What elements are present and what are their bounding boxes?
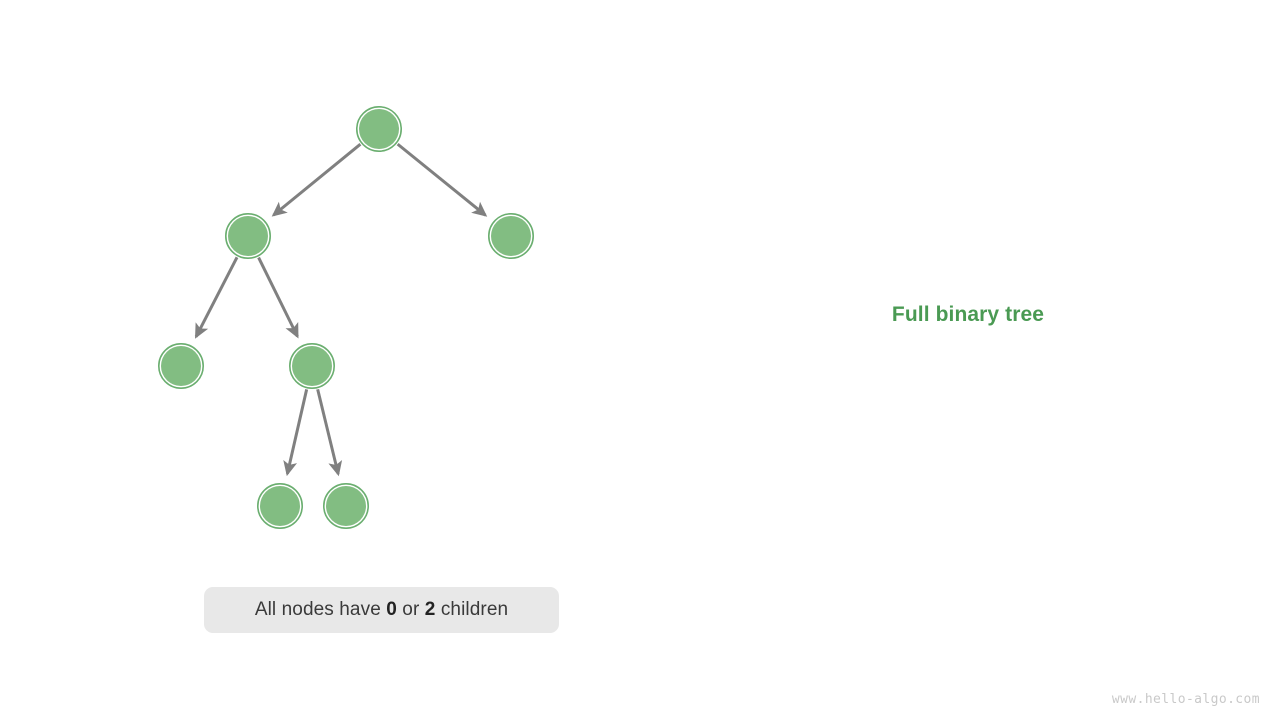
- tree-edge: [316, 388, 343, 477]
- tree-node-disc: [228, 216, 268, 256]
- tree-node-ring: [225, 213, 272, 260]
- tree-node-ring: [487, 213, 534, 260]
- tree-edge: [271, 143, 362, 217]
- tree-node-layer: [158, 106, 534, 529]
- tree-node-disc: [292, 346, 332, 386]
- tree-node-disc: [260, 486, 300, 526]
- tree-node[interactable]: [355, 106, 402, 153]
- tree-node-disc: [161, 346, 201, 386]
- tree-node-disc: [359, 109, 399, 149]
- tree-node-disc: [491, 216, 531, 256]
- watermark: www.hello-algo.com: [1111, 692, 1260, 707]
- tree-node[interactable]: [487, 213, 534, 260]
- tree-node[interactable]: [225, 213, 272, 260]
- caption-value-zero: 0: [386, 599, 397, 620]
- tree-node[interactable]: [288, 342, 335, 389]
- tree-node[interactable]: [256, 482, 303, 529]
- tree-edge: [257, 256, 299, 339]
- caption-text-middle: or: [396, 599, 425, 620]
- caption-box: All nodes have 0 or 2 children: [204, 587, 559, 633]
- tree-edge: [194, 256, 239, 339]
- tree-edge: [396, 142, 488, 217]
- caption-text-after: children: [435, 599, 509, 620]
- tree-edge-layer: [194, 142, 488, 477]
- page-title: Full binary tree: [891, 303, 1045, 326]
- tree-node-ring: [256, 482, 303, 529]
- tree-node-disc: [326, 486, 366, 526]
- caption-text-before: All nodes have: [254, 599, 387, 620]
- tree-edge: [283, 389, 309, 477]
- caption-text: All nodes have 0 or 2 children: [255, 599, 508, 621]
- tree-node[interactable]: [322, 482, 369, 529]
- tree-node-ring: [355, 106, 402, 153]
- tree-node-ring: [158, 342, 205, 389]
- caption-value-two: 2: [424, 599, 436, 620]
- tree-node[interactable]: [158, 342, 205, 389]
- tree-node-ring: [322, 482, 369, 529]
- tree-node-ring: [288, 342, 335, 389]
